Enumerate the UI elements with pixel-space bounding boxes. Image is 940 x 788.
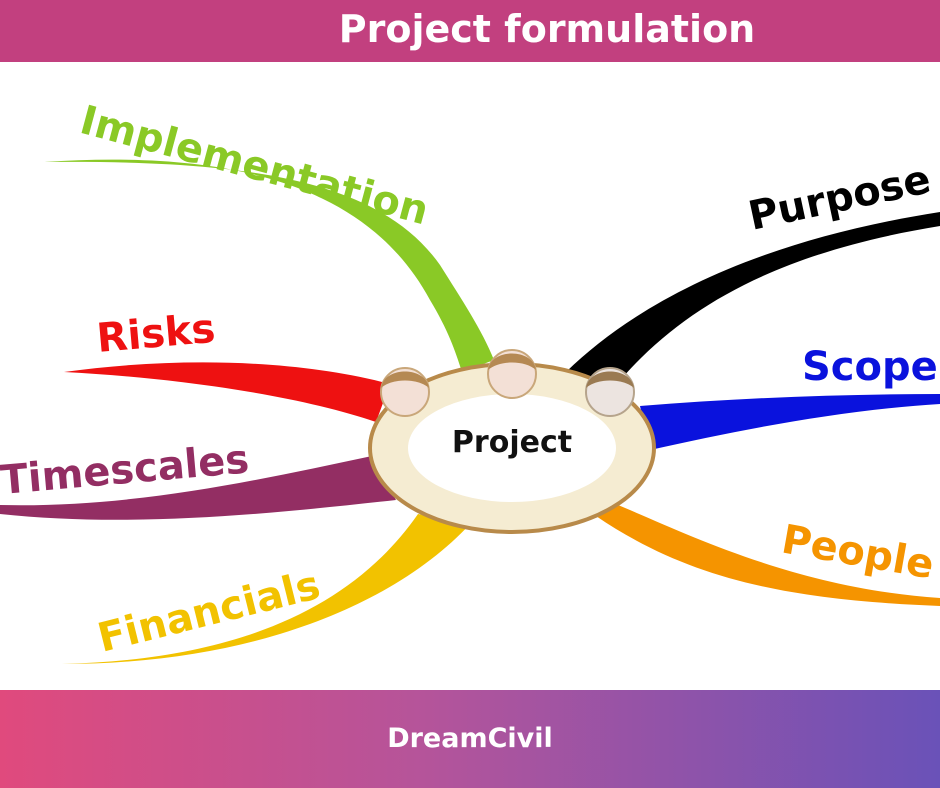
page-title: Project formulation: [338, 7, 756, 51]
label-implementation: Implementation: [75, 97, 433, 234]
label-risks: Risks: [95, 306, 217, 362]
branch-people: [596, 500, 940, 606]
center-node: Project: [368, 349, 656, 534]
person-icon: [585, 367, 635, 417]
header-bar: Project formulation: [0, 0, 940, 62]
branch-risks: [64, 362, 390, 422]
branch-financials: [62, 514, 470, 664]
label-scope: Scope: [802, 344, 938, 390]
branch-implementation: [44, 159, 494, 372]
person-icon: [380, 367, 430, 417]
branch-timescales: [0, 456, 396, 520]
center-label: Project: [452, 425, 572, 460]
branch-scope: [640, 394, 940, 450]
brand-name: DreamCivil: [387, 723, 553, 754]
footer-bar: DreamCivil: [0, 690, 940, 788]
person-icon: [487, 349, 537, 399]
mind-map: Project Implementation Risks Timescales …: [0, 62, 940, 690]
